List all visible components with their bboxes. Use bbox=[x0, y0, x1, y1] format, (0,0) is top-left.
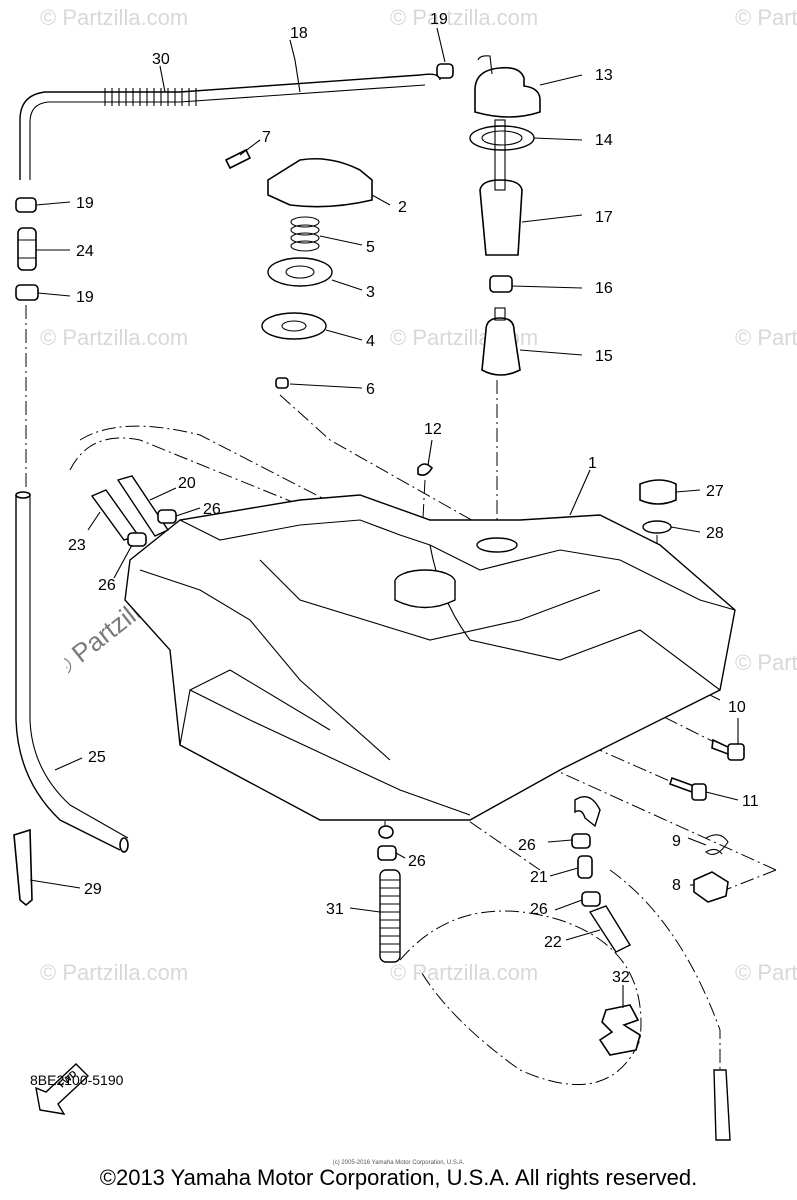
copyright-notice: ©2013 Yamaha Motor Corporation, U.S.A. A… bbox=[99, 1165, 698, 1190]
part-label-23: 23 bbox=[68, 537, 86, 554]
part-label-30: 30 bbox=[152, 51, 170, 68]
part-label-26: 26 bbox=[518, 837, 536, 854]
part-labels: 18 19 30 13 14 7 2 17 5 16 3 4 15 6 19 2… bbox=[68, 11, 759, 986]
part-label-15: 15 bbox=[595, 348, 613, 365]
clamp-16 bbox=[489, 275, 513, 293]
part-label-19: 19 bbox=[76, 289, 94, 306]
watermark: © Partzilla.com bbox=[40, 5, 188, 30]
part-label-32: 32 bbox=[612, 969, 630, 986]
left-clamps bbox=[15, 197, 39, 301]
holder-2 bbox=[267, 157, 373, 208]
clamp-26 bbox=[157, 509, 177, 524]
watermark: © Partzilla.com bbox=[390, 5, 538, 30]
clip-9 bbox=[705, 834, 729, 855]
clamp-26 bbox=[581, 891, 601, 907]
fwd-arrow-icon: FWD bbox=[35, 1063, 90, 1115]
watermark: © Partzilla.com bbox=[735, 650, 797, 675]
part-label-19: 19 bbox=[430, 11, 448, 28]
leader-lines bbox=[29, 27, 739, 1008]
part-label-17: 17 bbox=[595, 209, 613, 226]
cap-13 bbox=[474, 55, 541, 118]
hose-end bbox=[713, 1069, 731, 1141]
ring-14 bbox=[469, 125, 535, 151]
fitting bbox=[378, 825, 394, 839]
part-label-21: 21 bbox=[530, 869, 548, 886]
part-label-8: 8 bbox=[672, 877, 681, 894]
washer-4 bbox=[261, 312, 327, 340]
part-label-29: 29 bbox=[84, 881, 102, 898]
part-label-20: 20 bbox=[178, 475, 196, 492]
pad-8 bbox=[693, 871, 729, 903]
clamp-26 bbox=[127, 532, 147, 547]
tie-strap-29 bbox=[13, 828, 33, 907]
part-label-26: 26 bbox=[98, 577, 116, 594]
bolt-10 bbox=[711, 738, 745, 761]
part-label-7: 7 bbox=[262, 129, 271, 146]
clamp-19 bbox=[436, 63, 454, 79]
part-label-14: 14 bbox=[595, 132, 613, 149]
part-label-22: 22 bbox=[544, 934, 562, 951]
watermarks: © Partzilla.com © Partzilla.com © Partzi… bbox=[40, 5, 797, 985]
part-label-2: 2 bbox=[398, 199, 407, 216]
clip-12 bbox=[417, 463, 434, 476]
part-label-4: 4 bbox=[366, 333, 375, 350]
watermark: © Partzilla.com bbox=[735, 5, 797, 30]
part-label-31: 31 bbox=[326, 901, 344, 918]
part-label-25: 25 bbox=[88, 749, 106, 766]
holder-32 bbox=[598, 1004, 641, 1056]
part-label-18: 18 bbox=[290, 25, 308, 42]
bolt-11 bbox=[668, 776, 707, 801]
diagram-code: 8BE2100-5190 bbox=[30, 1072, 124, 1088]
joint-21 bbox=[577, 855, 593, 879]
part-label-28: 28 bbox=[706, 525, 724, 542]
sleeve-17 bbox=[479, 179, 523, 256]
part-label-5: 5 bbox=[366, 239, 375, 256]
grommet-28 bbox=[642, 520, 672, 534]
spring-5 bbox=[290, 216, 320, 252]
part-label-10: 10 bbox=[728, 699, 746, 716]
part-label-16: 16 bbox=[595, 280, 613, 297]
grommet-3 bbox=[267, 257, 333, 287]
watermark: © Partzilla.com bbox=[735, 325, 797, 350]
part-label-19: 19 bbox=[76, 195, 94, 212]
clamp-26 bbox=[571, 833, 591, 849]
bellows-31 bbox=[379, 869, 401, 963]
hose-25 bbox=[15, 491, 129, 853]
cap-27 bbox=[639, 479, 677, 505]
part-label-13: 13 bbox=[595, 67, 613, 84]
part-label-1: 1 bbox=[588, 455, 597, 472]
part-label-26: 26 bbox=[530, 901, 548, 918]
part-label-3: 3 bbox=[366, 284, 375, 301]
part-label-24: 24 bbox=[76, 243, 94, 260]
part-label-6: 6 bbox=[366, 381, 375, 398]
clip-6 bbox=[275, 377, 289, 389]
part-label-12: 12 bbox=[424, 421, 442, 438]
part-label-11: 11 bbox=[742, 793, 759, 810]
part-label-27: 27 bbox=[706, 483, 724, 500]
part-label-26: 26 bbox=[203, 501, 221, 518]
copyright-small: (c) 2005-2016 Yamaha Motor Corporation, … bbox=[332, 1160, 465, 1166]
clamp-26 bbox=[377, 845, 397, 861]
watermark: © Partzilla.com bbox=[40, 960, 188, 985]
watermark: © Partzilla.com bbox=[390, 960, 538, 985]
part-label-9: 9 bbox=[672, 833, 681, 850]
part-label-26: 26 bbox=[408, 853, 426, 870]
hose-20 bbox=[116, 475, 170, 537]
pin-7 bbox=[224, 148, 252, 170]
filter-15 bbox=[481, 317, 521, 376]
fuel-tank-1 bbox=[124, 494, 736, 821]
elbow-hose bbox=[574, 796, 601, 828]
watermark: © Partzilla.com bbox=[40, 325, 188, 350]
watermark: © Partzilla.com bbox=[735, 960, 797, 985]
hose-22 bbox=[588, 905, 631, 953]
